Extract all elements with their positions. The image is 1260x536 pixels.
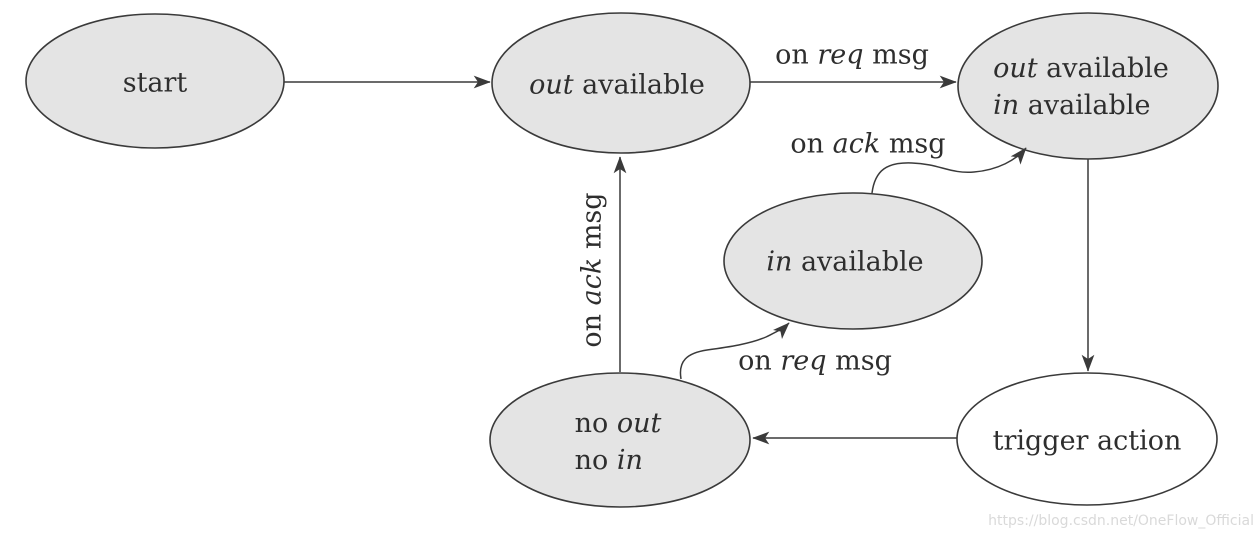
msg-text: msg xyxy=(863,39,929,71)
out-keyword: out xyxy=(616,408,662,439)
msg-text: msg xyxy=(826,345,892,377)
trigger-action-text: trigger action xyxy=(992,425,1182,457)
on-text: on xyxy=(775,39,818,71)
on-text: on xyxy=(790,128,833,160)
in-keyword: in xyxy=(993,90,1020,121)
available-text: available xyxy=(1037,53,1169,84)
edge-no-out-no-in-to-in-available xyxy=(679,322,790,380)
in-keyword: in xyxy=(616,445,643,476)
req-keyword: req xyxy=(780,345,827,377)
state-trigger-action-shape xyxy=(956,372,1218,506)
state-in-available-shape xyxy=(723,192,983,330)
on-text: on xyxy=(738,345,781,377)
state-start-text: start xyxy=(122,67,188,99)
req-keyword: req xyxy=(817,39,864,71)
available-text: available xyxy=(792,246,924,278)
edge-label-on-ack-msg-curve: on ack msg xyxy=(790,126,945,163)
label-line-1: no out xyxy=(575,405,662,442)
on-text: on xyxy=(576,305,608,348)
label-line-1: out available xyxy=(993,50,1169,87)
msg-text: msg xyxy=(576,192,608,258)
label-line-2: in available xyxy=(993,87,1169,124)
ack-keyword: ack xyxy=(576,257,608,306)
state-out-available-shape xyxy=(491,12,751,154)
edge-label-on-req-msg-curve: on req msg xyxy=(738,343,892,380)
in-keyword: in xyxy=(766,246,793,278)
state-no-out-no-in-shape xyxy=(489,372,751,508)
msg-text: msg xyxy=(880,128,946,160)
ack-keyword: ack xyxy=(832,128,881,160)
state-out-available-label: out available xyxy=(529,67,705,104)
edge-in-available-to-out-in-available xyxy=(871,147,1027,194)
out-keyword: out xyxy=(529,69,574,101)
edge-label-on-ack-msg-vertical: on ack msg xyxy=(574,192,611,347)
label-line-2: no in xyxy=(575,442,662,479)
state-out-in-available-label: out available in available xyxy=(993,50,1169,124)
watermark: https://blog.csdn.net/OneFlow_Official xyxy=(988,513,1254,529)
state-in-available-label: in available xyxy=(766,244,923,281)
out-keyword: out xyxy=(993,53,1038,84)
available-text: available xyxy=(573,69,705,101)
no-text: no xyxy=(574,408,617,439)
state-start-label: start xyxy=(123,65,188,102)
state-start-shape xyxy=(25,13,285,149)
edge-label-on-req-msg-top: on req msg xyxy=(775,37,929,74)
state-no-out-no-in-label: no out no in xyxy=(575,405,662,479)
available-text: available xyxy=(1019,90,1151,121)
state-trigger-action-label: trigger action xyxy=(993,423,1182,460)
no-text: no xyxy=(574,445,617,476)
